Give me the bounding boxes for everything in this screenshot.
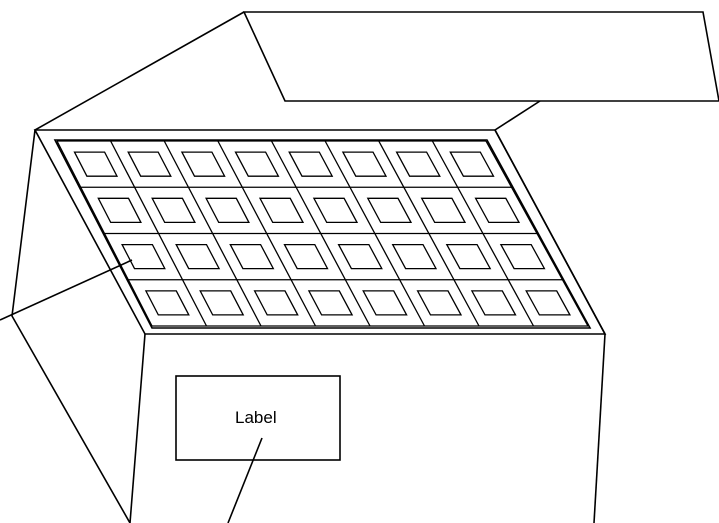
- cell-hole: [127, 151, 172, 177]
- grid-column-line: [431, 140, 535, 327]
- cell-hole: [395, 151, 441, 177]
- cell-hole: [97, 197, 142, 224]
- cell-grid: [56, 140, 589, 327]
- cell-hole: [312, 197, 359, 224]
- box-front-left-edge: [129, 333, 146, 523]
- cell-hole: [307, 290, 354, 316]
- cell-hole: [144, 290, 190, 316]
- cell-hole: [73, 151, 119, 177]
- label-text: Label: [235, 408, 277, 427]
- cell-hole: [337, 243, 383, 270]
- cell-hole: [366, 197, 413, 224]
- cell-hole: [470, 290, 517, 316]
- grid-column-line: [270, 140, 371, 327]
- box-left-side: [11, 129, 131, 523]
- box-back-right-flap: [494, 100, 541, 131]
- box-right-rim-edge: [494, 129, 606, 335]
- cell-hole: [525, 290, 571, 316]
- box-front-right-edge: [593, 333, 606, 523]
- cell-hole: [445, 243, 492, 270]
- cell-hole: [180, 151, 226, 177]
- cell-hole: [121, 243, 166, 270]
- grid-column-line: [163, 140, 262, 327]
- grid-column-line: [324, 140, 426, 327]
- cell-leader-line: [0, 259, 133, 321]
- cell-hole: [341, 151, 388, 177]
- cell-hole: [151, 197, 196, 224]
- label-leader-line: [227, 437, 263, 523]
- cell-hole: [499, 243, 546, 270]
- grid-column-line: [217, 140, 317, 327]
- cell-hole: [234, 151, 280, 177]
- grid-column-line: [485, 140, 589, 327]
- cell-hole: [362, 290, 408, 316]
- label-box: [175, 375, 341, 461]
- cell-hole: [288, 151, 334, 177]
- cell-hole: [205, 197, 250, 224]
- cell-hole: [175, 243, 221, 270]
- cell-hole: [391, 243, 438, 270]
- grid-column-line: [378, 140, 480, 327]
- cell-hole: [253, 290, 299, 316]
- cell-hole: [420, 197, 467, 224]
- box-back-flap: [34, 11, 245, 131]
- cell-hole: [229, 243, 275, 270]
- box-lid: [242, 11, 719, 102]
- cell-hole: [416, 290, 463, 316]
- cell-hole: [449, 151, 495, 177]
- grid-column-line: [56, 140, 153, 327]
- grid-column-line: [110, 140, 208, 327]
- cell-hole: [283, 243, 329, 270]
- cell-hole: [474, 197, 521, 224]
- cell-hole: [199, 290, 245, 316]
- cell-hole: [258, 197, 305, 224]
